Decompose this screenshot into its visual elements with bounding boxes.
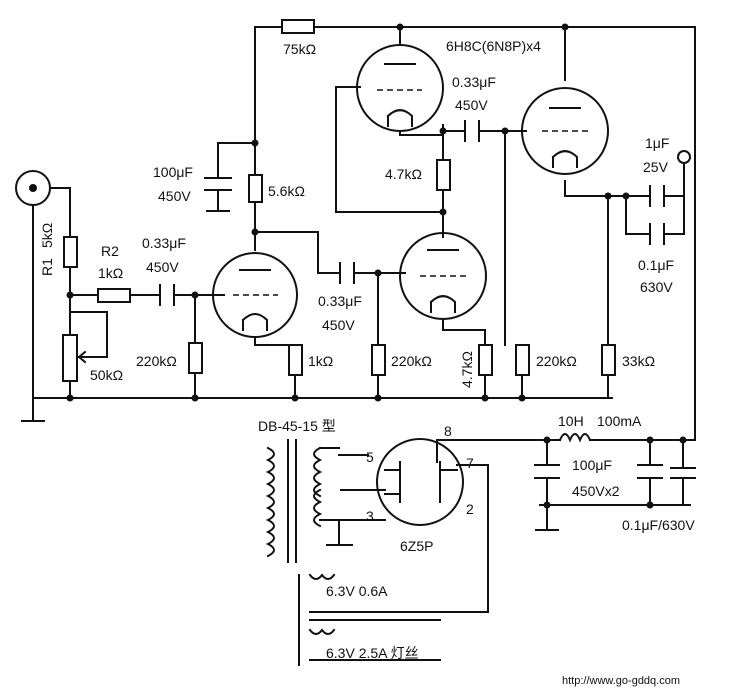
label-r-75k: 75kΩ xyxy=(283,41,316,57)
label-rectifier: 6Z5P xyxy=(400,538,433,554)
label-pin-8: 8 xyxy=(444,423,452,439)
tube-stage2 xyxy=(399,232,487,320)
capacitor-plates xyxy=(159,120,696,479)
wires xyxy=(15,26,696,613)
label-c01-voltage: 630V xyxy=(640,279,673,295)
label-c1u-voltage: 25V xyxy=(643,159,669,175)
label-r2-value: 1kΩ xyxy=(98,265,123,281)
label-choke: 10H xyxy=(558,413,584,429)
label-r-4k7-bottom: 4.7kΩ xyxy=(459,351,475,388)
label-c1u-value: 1μF xyxy=(645,135,669,151)
label-pin-5: 5 xyxy=(366,449,374,465)
label-c100u-value: 100μF xyxy=(153,164,193,180)
tube-upper xyxy=(356,44,444,132)
junctions xyxy=(66,23,691,509)
watermark-url: http://www.go-gddq.com xyxy=(562,675,680,687)
resistor-bodies xyxy=(62,19,616,382)
label-filter-value: 100μF xyxy=(572,457,612,473)
label-c033c-value: 0.33μF xyxy=(452,74,496,90)
label-r1-name: R1 xyxy=(39,258,55,276)
label-r-220k-3: 220kΩ xyxy=(536,353,577,369)
label-pin-3: 3 xyxy=(366,508,374,524)
label-r-4k7-top: 4.7kΩ xyxy=(385,166,422,182)
tube-rectifier xyxy=(376,438,464,526)
label-c033b-voltage: 450V xyxy=(322,317,355,333)
label-winding-2: 6.3V 2.5A 灯丝 xyxy=(326,645,419,661)
label-pin-7: 7 xyxy=(466,455,474,471)
label-r-1k: 1kΩ xyxy=(308,353,333,369)
label-filter-voltage: 450Vx2 xyxy=(572,483,620,499)
label-r-5k6: 5.6kΩ xyxy=(268,183,305,199)
label-c033c-voltage: 450V xyxy=(455,97,488,113)
tube-stage1 xyxy=(212,252,298,338)
label-r-220k-2: 220kΩ xyxy=(391,353,432,369)
label-transformer: DB-45-15 型 xyxy=(258,418,336,434)
label-c033b-value: 0.33μF xyxy=(318,293,362,309)
label-c01-value: 0.1μF xyxy=(638,257,674,273)
label-r2-name: R2 xyxy=(101,243,119,259)
label-c033a-voltage: 450V xyxy=(146,259,179,275)
power-transformer xyxy=(265,439,441,666)
label-winding-1: 6.3V 0.6A xyxy=(326,583,388,599)
label-r1-value: 5kΩ xyxy=(39,223,55,248)
label-tube-note: 6H8C(6N8P)x4 xyxy=(446,38,541,54)
tube-right xyxy=(521,87,609,175)
label-r-220k-1: 220kΩ xyxy=(136,353,177,369)
label-r-33k: 33kΩ xyxy=(622,353,655,369)
label-filter-bypass: 0.1μF/630V xyxy=(622,517,695,533)
choke-coil xyxy=(558,433,592,443)
label-c100u-voltage: 450V xyxy=(158,188,191,204)
label-pot-50k: 50kΩ xyxy=(90,367,123,383)
label-pin-2: 2 xyxy=(466,501,474,517)
label-c033a-value: 0.33μF xyxy=(142,235,186,251)
label-choke-current: 100mA xyxy=(597,413,642,429)
